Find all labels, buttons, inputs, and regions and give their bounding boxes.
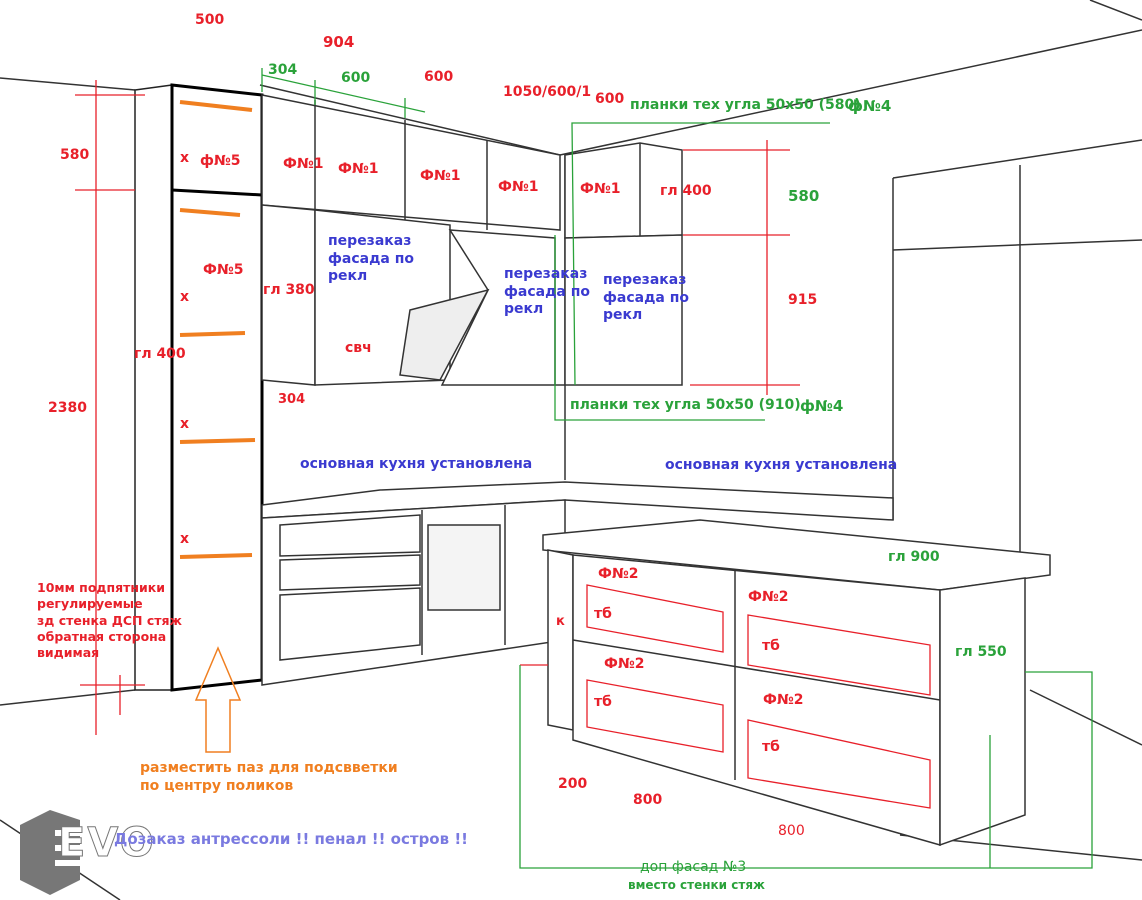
evo-logo-shape [20, 810, 85, 895]
dim-600-red: 600 [424, 69, 454, 85]
red-dimension-lines [75, 80, 800, 735]
upper-cabinets [261, 94, 683, 386]
dim-800-b: 800 [778, 823, 805, 839]
dim-600-green: 600 [341, 70, 371, 86]
strips-note-top: планки тех угла 50x50 (580) [630, 97, 861, 113]
mark-k: к [556, 614, 565, 629]
dim-500: 500 [195, 12, 225, 28]
facade-2-label: Ф№2 [763, 692, 804, 708]
microwave-label: свч [345, 340, 372, 356]
red-drawer-frames [586, 584, 931, 809]
lighting-groove-note: разместить паз для подсвветки по центру … [140, 760, 398, 794]
facade-5-label: ф№5 [200, 153, 241, 169]
extra-facade-note: доп фасад №3 [640, 859, 747, 875]
extra-order-note: Дозаказ антрессоли !! пенал !! остров !! [114, 830, 469, 848]
facade-5-label: Ф№5 [203, 262, 244, 278]
strips-note-bottom: планки тех угла 50x50 (910) [570, 397, 801, 413]
orange-arrow [194, 646, 242, 753]
tb-label: тб [762, 638, 780, 654]
facade-4-label: ф№4 [800, 397, 844, 415]
facade-1-label: Ф№1 [338, 161, 379, 177]
dim-304-low: 304 [278, 392, 306, 407]
green-dimension-lines [261, 68, 1093, 869]
dim-200: 200 [558, 776, 588, 792]
dim-580-right: 580 [788, 187, 820, 205]
mark-x: x [180, 531, 190, 547]
facade-2-label: Ф№2 [604, 656, 645, 672]
evo-logo: EVO [58, 820, 156, 867]
depth-380: гл 380 [263, 282, 315, 298]
dim-915: 915 [788, 292, 818, 308]
installed-note: основная кухня установлена [665, 457, 898, 473]
tb-label: тб [594, 694, 612, 710]
shelf-highlights [179, 100, 256, 559]
depth-550: гл 550 [955, 644, 1007, 660]
facade-1-label: Ф№1 [420, 168, 461, 184]
depth-400-right: гл 400 [660, 183, 712, 199]
island [542, 519, 1051, 847]
facade-1-label: Ф№1 [498, 179, 539, 195]
base-cabinets [261, 481, 894, 686]
reorder-note: перезаказ фасада по рекл [603, 272, 690, 323]
feet-panel-note: 10мм подпятники регулируемые зд стенка Д… [37, 580, 182, 660]
facade-2-label: Ф№2 [748, 589, 789, 605]
dim-304-top: 304 [268, 62, 298, 78]
mark-x: x [180, 289, 190, 305]
depth-400-left: гл 400 [134, 346, 186, 362]
tb-label: тб [594, 606, 612, 622]
dim-580-left: 580 [60, 147, 90, 163]
dim-800-a: 800 [633, 792, 663, 808]
tb-label: тб [762, 739, 780, 755]
facade-4-label: ф№4 [848, 97, 892, 115]
depth-900: гл 900 [888, 549, 940, 565]
mark-x: x [180, 416, 190, 432]
facade-1-label: Ф№1 [283, 156, 324, 172]
dim-600-b: 600 [595, 91, 625, 107]
installed-note: основная кухня установлена [300, 456, 533, 472]
mark-x: x [180, 150, 190, 166]
tall-pencil-cabinet [134, 83, 264, 692]
instead-note: вместо стенки стяж [628, 878, 765, 892]
dim-2380: 2380 [48, 400, 87, 416]
facade-1-label: Ф№1 [580, 181, 621, 197]
dim-904: 904 [323, 33, 355, 51]
facade-2-label: Ф№2 [598, 566, 639, 582]
dim-1050: 1050/600/1 [503, 84, 592, 100]
reorder-note: перезаказ фасада по рекл [504, 266, 591, 317]
reorder-note: перезаказ фасада по рекл [328, 233, 415, 284]
